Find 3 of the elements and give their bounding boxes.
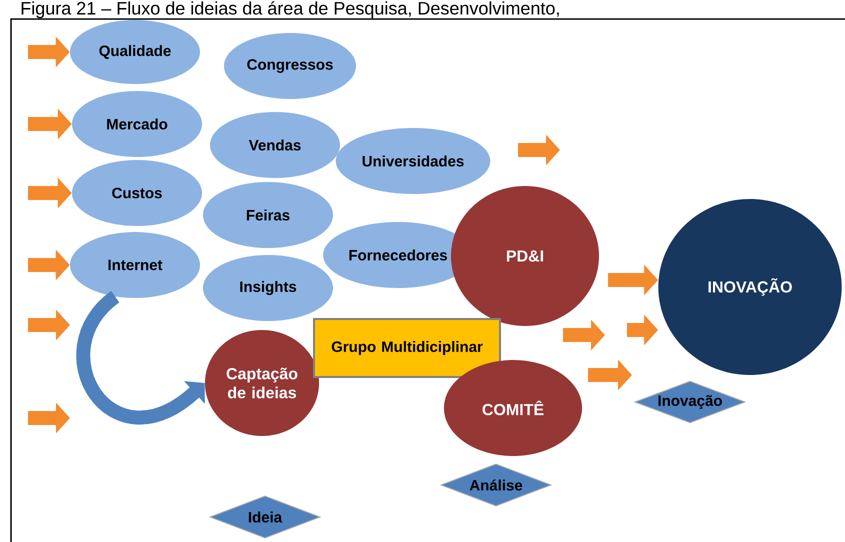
arrow [76,291,205,424]
process-box: Grupo Multidiciplinar [313,318,501,378]
title: Figura 21 – Fluxo de ideias da área de Pesquisa, Desenvolvimento, [22,1,559,18]
